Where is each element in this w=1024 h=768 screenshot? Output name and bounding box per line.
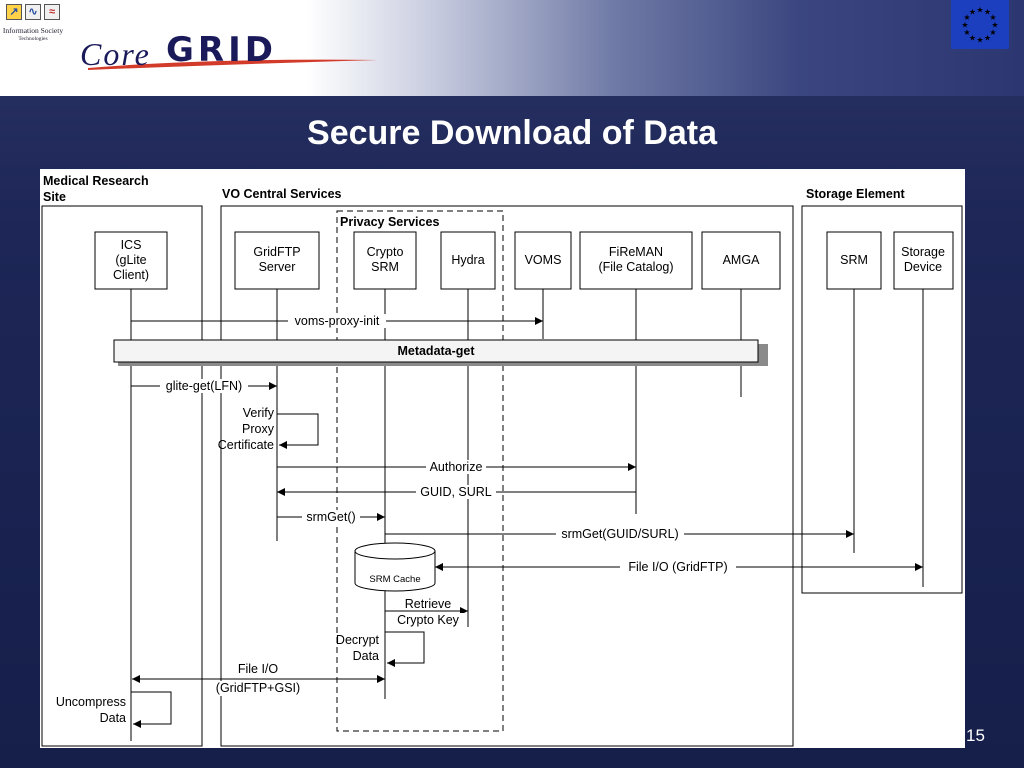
participant-label: Client) bbox=[113, 268, 149, 282]
verify-proxy-label-1: Verify bbox=[243, 406, 275, 420]
participant-label: SRM bbox=[371, 260, 399, 274]
label-bg bbox=[288, 314, 386, 328]
glite-get-label: glite-get(LFN) bbox=[166, 379, 242, 393]
label-bg bbox=[302, 510, 360, 524]
uncompress-data-label-1: Uncompress bbox=[56, 695, 126, 709]
arrow-retrieve-key bbox=[384, 593, 468, 615]
srm-cache-label: SRM Cache bbox=[369, 574, 420, 585]
eu-flag-icon: ★★★★★★★★★★★★ bbox=[951, 0, 1009, 49]
label-bg bbox=[392, 613, 464, 628]
srm-cache-icon: SRM Cache bbox=[354, 542, 436, 592]
participant-label: GridFTP bbox=[253, 245, 300, 259]
participant-label: ICS bbox=[121, 238, 142, 252]
eu-star-icon: ★ bbox=[963, 13, 970, 22]
coregrid-core-text: Core bbox=[80, 36, 151, 72]
srm-get-guid-label: srmGet(GUID/SURL) bbox=[561, 527, 678, 541]
arrow-uncompress-data bbox=[131, 691, 172, 728]
participant-label: FiReMAN bbox=[609, 245, 663, 259]
participant-label: Device bbox=[904, 260, 942, 274]
participant-hydra: Hydra bbox=[440, 231, 496, 290]
participant-label: SRM bbox=[840, 253, 868, 267]
arrow-decrypt-data bbox=[385, 631, 425, 667]
label-bg bbox=[426, 460, 486, 474]
arrow-verify-proxy bbox=[277, 413, 319, 449]
label-bg bbox=[416, 485, 496, 499]
participant-label: Server bbox=[259, 260, 296, 274]
sequence-diagram: Medical Research Site VO Central Service… bbox=[40, 169, 965, 748]
label-bg bbox=[208, 681, 308, 696]
decrypt-data-label-2: Data bbox=[353, 649, 379, 663]
verify-proxy-label-2: Proxy bbox=[242, 422, 275, 436]
coregrid-grid-text: GRID bbox=[166, 30, 277, 70]
participant-voms: VOMS bbox=[514, 231, 572, 290]
eu-star-icon: ★ bbox=[984, 8, 991, 17]
participant-srm: SRM bbox=[826, 231, 882, 290]
coregrid-logo: Core GRID bbox=[78, 28, 378, 72]
file-io-gsi-label-1: File I/O bbox=[238, 662, 279, 676]
eu-star-icon: ★ bbox=[963, 28, 970, 37]
metadata-get-bar bbox=[113, 339, 759, 363]
eu-star-icon: ★ bbox=[984, 34, 991, 43]
participant-gridftp-server: GridFTP Server bbox=[234, 231, 320, 290]
medical-site-frame bbox=[41, 205, 203, 747]
medical-site-label-2: Site bbox=[43, 190, 66, 204]
participant-amga: AMGA bbox=[701, 231, 781, 290]
eu-star-icon: ★ bbox=[989, 13, 996, 22]
vo-central-label: VO Central Services bbox=[222, 187, 342, 201]
label-bg bbox=[160, 379, 248, 393]
eu-star-icon: ★ bbox=[976, 36, 983, 45]
retrieve-key-label-2: Crypto Key bbox=[397, 613, 460, 627]
participant-label: (File Catalog) bbox=[598, 260, 673, 274]
participant-ics: ICS (gLite Client) bbox=[94, 231, 168, 290]
participant-label: Crypto bbox=[367, 245, 404, 259]
participant-label: (gLite bbox=[115, 253, 146, 267]
storage-element-label: Storage Element bbox=[806, 187, 905, 201]
file-io-gridftp-label: File I/O (GridFTP) bbox=[628, 560, 727, 574]
page-number: 15 bbox=[966, 726, 985, 745]
ist-logo-square-icon: ≈ bbox=[44, 4, 60, 20]
participant-label: Storage bbox=[901, 245, 945, 259]
ist-logo-square-icon: ∿ bbox=[25, 4, 41, 20]
retrieve-key-label-1: Retrieve bbox=[405, 597, 452, 611]
privacy-services-frame bbox=[336, 210, 504, 732]
participant-label: AMGA bbox=[723, 253, 760, 267]
medical-site-label: Medical Research bbox=[43, 174, 149, 188]
voms-proxy-init-label: voms-proxy-init bbox=[295, 314, 380, 328]
authorize-label: Authorize bbox=[430, 460, 483, 474]
ist-logo-text: Information Society Technologies bbox=[0, 26, 66, 44]
participant-label: Hydra bbox=[451, 253, 484, 267]
eu-star-icon: ★ bbox=[989, 28, 996, 37]
privacy-services-label: Privacy Services bbox=[340, 215, 439, 229]
coregrid-swoosh-icon bbox=[88, 59, 378, 70]
participant-crypto-srm: Crypto SRM bbox=[353, 231, 417, 290]
eu-star-icon: ★ bbox=[969, 34, 976, 43]
eu-star-icon: ★ bbox=[969, 8, 976, 17]
ist-logo-square-icon: ↗ bbox=[6, 4, 22, 20]
ist-logo: ↗ ∿ ≈ Information Society Technologies bbox=[0, 0, 66, 48]
eu-star-icon: ★ bbox=[991, 21, 998, 30]
metadata-get-label: Metadata-get bbox=[397, 344, 475, 358]
ist-logo-title: Information Society bbox=[2, 26, 64, 35]
file-io-gsi-label-2: (GridFTP+GSI) bbox=[216, 681, 300, 695]
participant-storage-device: Storage Device bbox=[893, 231, 954, 290]
ist-logo-subtitle: Technologies bbox=[18, 36, 48, 42]
uncompress-data-label-2: Data bbox=[100, 711, 126, 725]
vo-central-frame bbox=[220, 205, 794, 747]
header-banner: ↗ ∿ ≈ Information Society Technologies C… bbox=[0, 0, 1024, 96]
label-bg bbox=[556, 527, 684, 541]
srm-get-label: srmGet() bbox=[306, 510, 355, 524]
slide-title: Secure Download of Data bbox=[307, 114, 717, 152]
participant-label: VOMS bbox=[525, 253, 562, 267]
eu-star-icon: ★ bbox=[961, 21, 968, 30]
label-bg bbox=[620, 560, 736, 574]
decrypt-data-label-1: Decrypt bbox=[336, 633, 380, 647]
participant-fireman: FiReMAN (File Catalog) bbox=[579, 231, 693, 290]
guid-surl-label: GUID, SURL bbox=[420, 485, 492, 499]
verify-proxy-label-3: Certificate bbox=[218, 438, 274, 452]
eu-star-icon: ★ bbox=[976, 6, 983, 15]
